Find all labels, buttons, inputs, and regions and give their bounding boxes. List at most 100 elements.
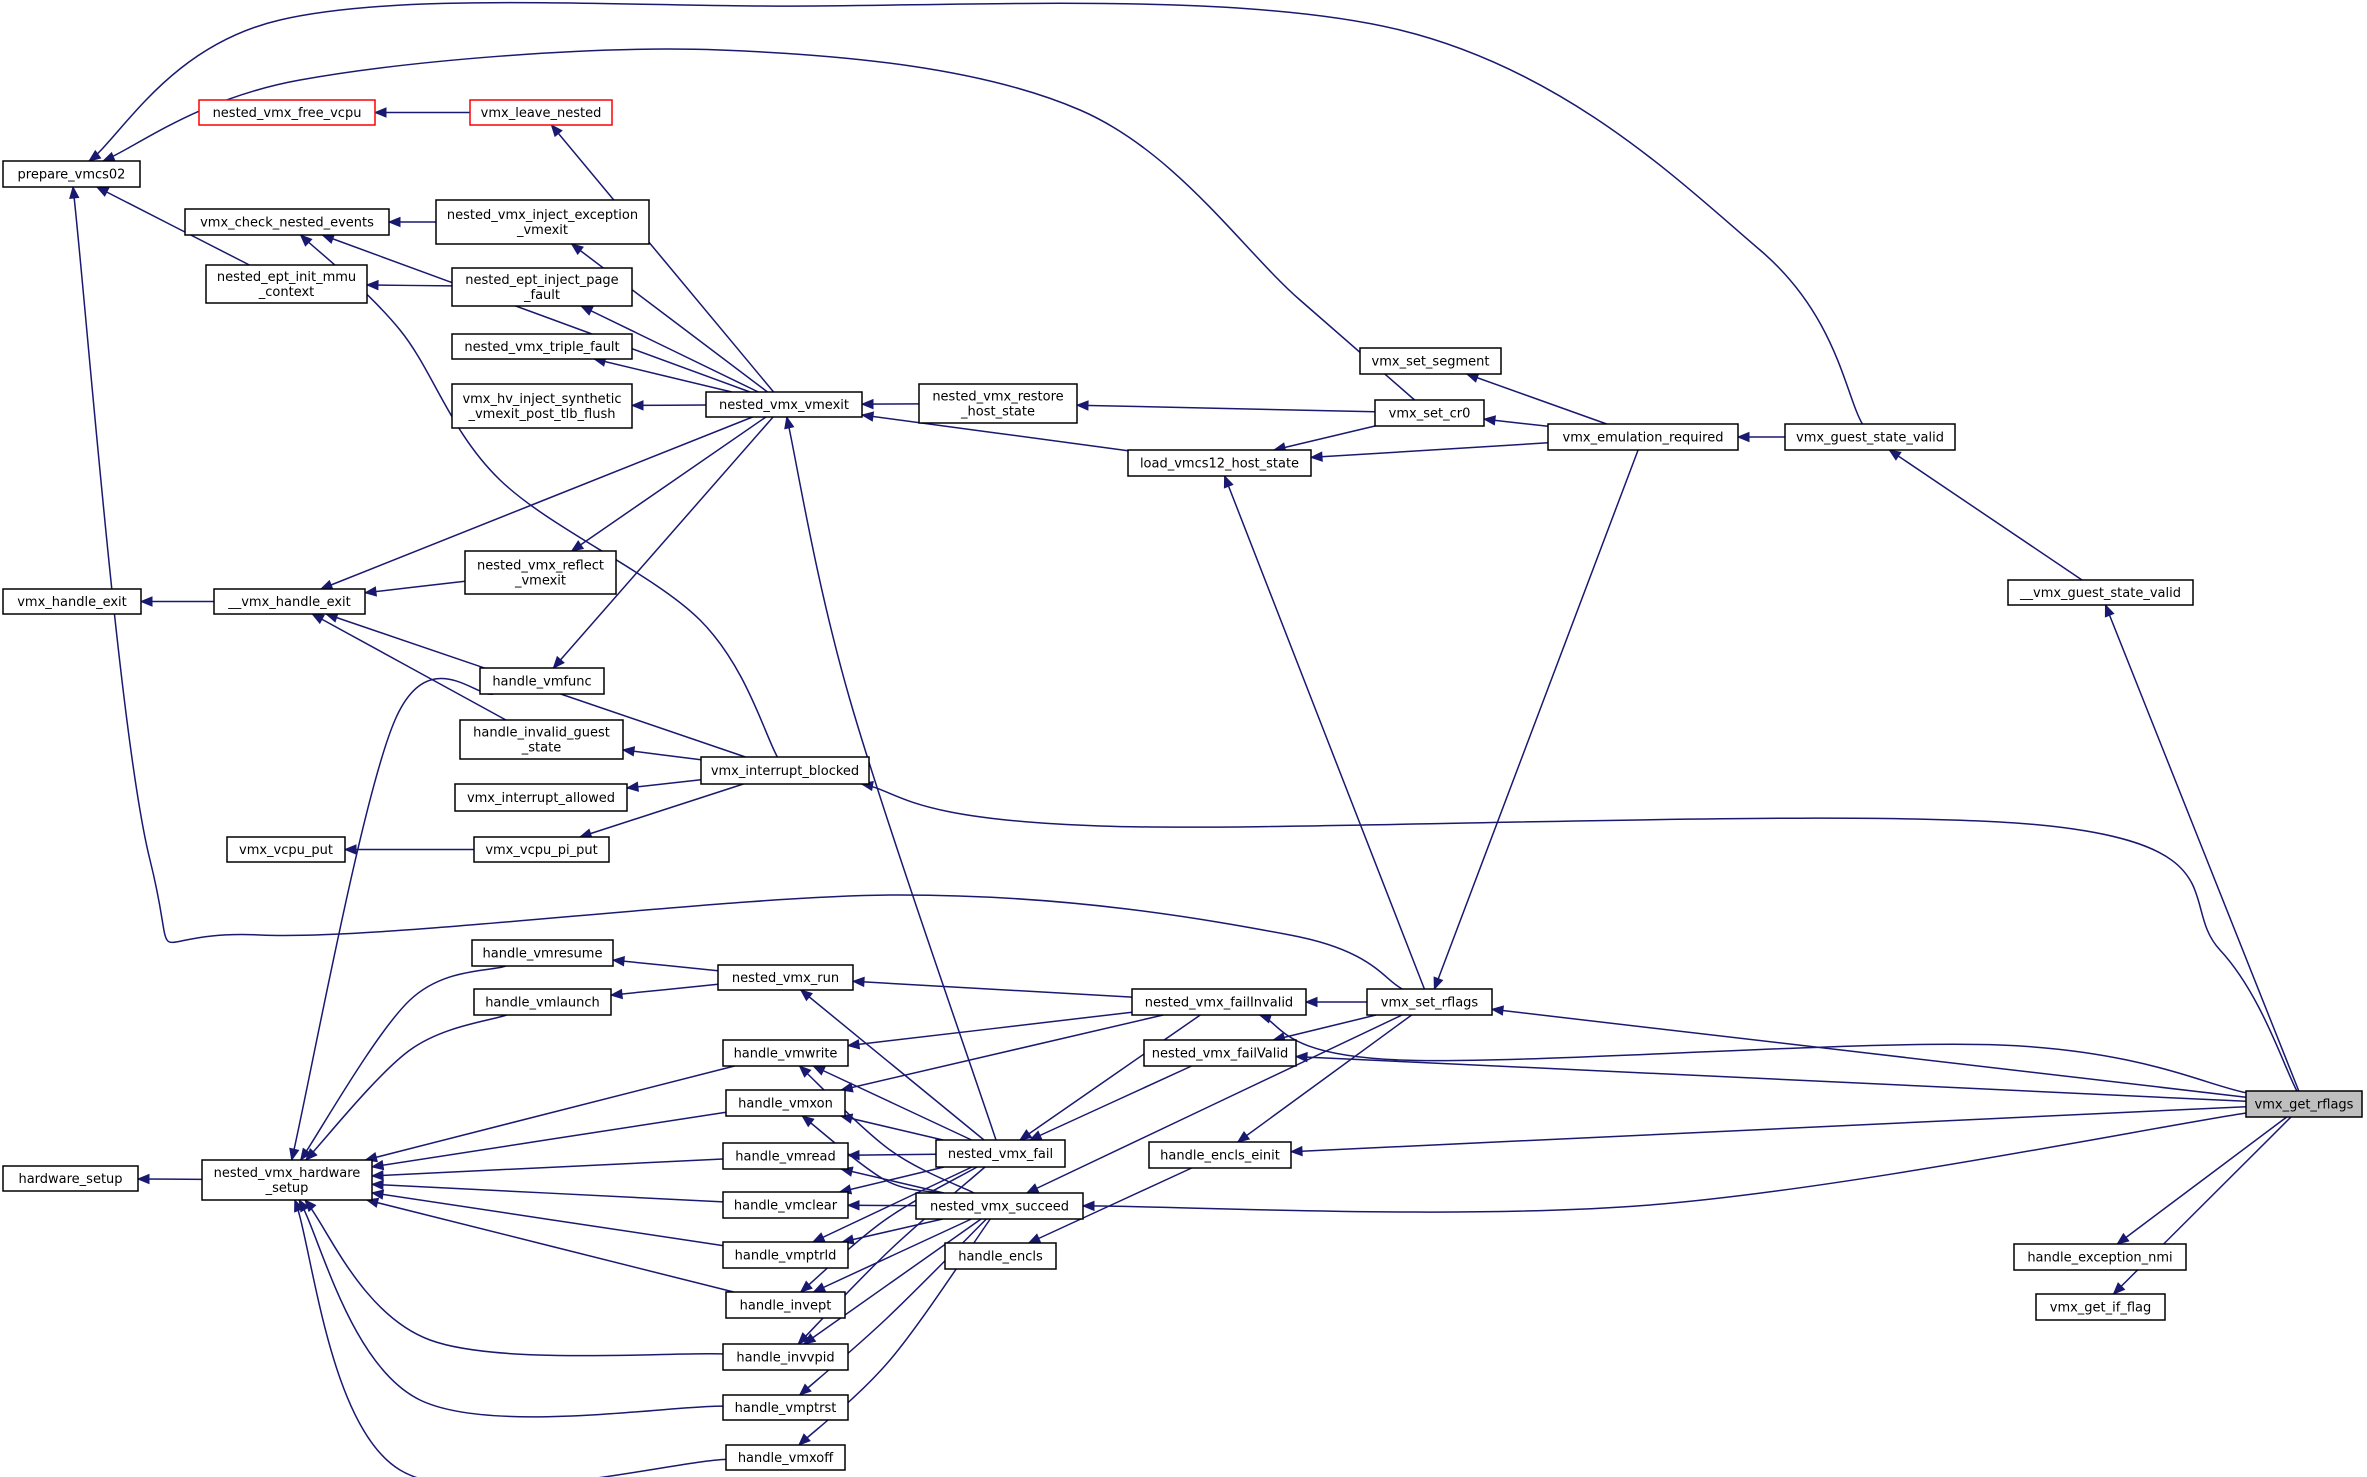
node-vmx-guest-state-valid[interactable]: vmx_guest_state_valid bbox=[1784, 423, 1956, 451]
node-hardware-setup[interactable]: hardware_setup bbox=[2, 1165, 139, 1192]
node-nested-vmx-free-vcpu[interactable]: nested_vmx_free_vcpu bbox=[198, 99, 376, 126]
edge-handle-vmread-to-nested-vmx-fail bbox=[846, 1149, 937, 1161]
node-label: vmx_vcpu_pi_put bbox=[485, 843, 597, 858]
node-handle-invvpid[interactable]: handle_invvpid bbox=[722, 1343, 849, 1371]
node-vmx-interrupt-blocked[interactable]: vmx_interrupt_blocked bbox=[700, 756, 870, 785]
edge-vmx-interrupt-blocked-to-vmx-get-rflags bbox=[860, 780, 2298, 1092]
node-vmx-set-cr0[interactable]: vmx_set_cr0 bbox=[1374, 399, 1485, 427]
node-handle-vmxon[interactable]: handle_vmxon bbox=[725, 1089, 846, 1117]
node-nested-ept-init-mmu-context[interactable]: nested_ept_init_mmu_context bbox=[205, 264, 368, 304]
node-box bbox=[1143, 1039, 1297, 1067]
node-vmx-guest-state-valid[interactable]: __vmx_guest_state_valid bbox=[2007, 579, 2194, 606]
node-vmx-interrupt-allowed[interactable]: vmx_interrupt_allowed bbox=[454, 783, 628, 812]
node-nested-vmx-vmexit[interactable]: nested_vmx_vmexit bbox=[705, 391, 863, 418]
node-vmx-hv-inject-synthetic-vmexit-post-tlb-flush[interactable]: vmx_hv_inject_synthetic_vmexit_post_tlb_… bbox=[451, 383, 633, 429]
node-handle-vmptrst[interactable]: handle_vmptrst bbox=[722, 1394, 849, 1421]
edge-arrowhead bbox=[101, 151, 116, 162]
node-handle-invalid-guest-state[interactable]: handle_invalid_guest_state bbox=[459, 719, 624, 760]
node-vmx-leave-nested[interactable]: vmx_leave_nested bbox=[469, 99, 613, 126]
node-label: __vmx_handle_exit bbox=[227, 595, 351, 610]
node-vmx-set-segment[interactable]: vmx_set_segment bbox=[1359, 347, 1502, 375]
node-handle-vmlaunch[interactable]: handle_vmlaunch bbox=[473, 988, 612, 1016]
node-label: handle_vmptrld bbox=[735, 1249, 837, 1264]
node-vmx-get-if-flag[interactable]: vmx_get_if_flag bbox=[2035, 1293, 2166, 1321]
edge-line bbox=[366, 1199, 734, 1293]
node-handle-vmresume[interactable]: handle_vmresume bbox=[471, 939, 614, 967]
edge-arrowhead bbox=[611, 956, 625, 967]
node-box bbox=[451, 267, 633, 307]
node-nested-vmx-run[interactable]: nested_vmx_run bbox=[717, 964, 854, 991]
node-vmx-emulation-required[interactable]: vmx_emulation_required bbox=[1547, 423, 1739, 451]
edge-arrowhead bbox=[797, 1433, 811, 1446]
node-box bbox=[2, 1165, 139, 1192]
node-prepare-vmcs02[interactable]: prepare_vmcs02 bbox=[2, 160, 141, 188]
node-nested-vmx-triple-fault[interactable]: nested_vmx_triple_fault bbox=[451, 333, 633, 360]
node-label: nested_vmx_restore bbox=[932, 390, 1063, 405]
edge-line bbox=[1082, 1112, 2247, 1213]
node-vmx-check-nested-events[interactable]: vmx_check_nested_events bbox=[184, 208, 390, 236]
edge-arrowhead bbox=[289, 1147, 300, 1162]
edge-arrowhead bbox=[88, 149, 102, 162]
edge-line bbox=[365, 1065, 735, 1161]
node-load-vmcs12-host-state[interactable]: load_vmcs12_host_state bbox=[1127, 449, 1312, 477]
node-vmx-vcpu-pi-put[interactable]: vmx_vcpu_pi_put bbox=[473, 836, 610, 863]
node-box bbox=[201, 1159, 373, 1201]
node-handle-vmclear[interactable]: handle_vmclear bbox=[722, 1191, 849, 1219]
edge-nested-vmx-failvalid-to-vmx-get-rflags bbox=[1294, 1051, 2247, 1103]
node-label: handle_vmxoff bbox=[738, 1451, 834, 1466]
edge-prepare-vmcs02-to-vmx-set-rflags bbox=[69, 185, 1403, 990]
edge-arrowhead bbox=[363, 586, 377, 597]
node-label: _vmexit_post_tlb_flush bbox=[467, 407, 615, 422]
edge-nested-vmx-run-to-nested-vmx-fail bbox=[799, 989, 985, 1141]
node-box bbox=[935, 1139, 1066, 1168]
edge-nested-vmx-hardware-setup-to-handle-vmclear bbox=[370, 1179, 724, 1203]
node-label: nested_vmx_inject_exception bbox=[447, 208, 638, 223]
edge-arrowhead bbox=[811, 1232, 826, 1243]
edge-vmx-guest-state-valid-to-vmx-guest-state-valid bbox=[1888, 449, 2083, 581]
node-nested-vmx-reflect-vmexit[interactable]: nested_vmx_reflect_vmexit bbox=[464, 550, 617, 595]
edge-nested-vmx-run-to-nested-vmx-failinvalid bbox=[851, 976, 1133, 998]
node-box bbox=[722, 1394, 849, 1421]
edge-arrowhead bbox=[319, 579, 334, 590]
node-handle-vmwrite[interactable]: handle_vmwrite bbox=[722, 1039, 849, 1067]
node-handle-vmxoff[interactable]: handle_vmxoff bbox=[725, 1444, 846, 1471]
node-handle-vmread[interactable]: handle_vmread bbox=[722, 1142, 849, 1170]
edge-line bbox=[797, 1166, 986, 1345]
node-nested-vmx-failinvalid[interactable]: nested_vmx_failInvalid bbox=[1131, 988, 1307, 1016]
edge-line bbox=[305, 1014, 507, 1161]
node-nested-vmx-hardware-setup[interactable]: nested_vmx_hardware_setup bbox=[201, 1159, 373, 1201]
node-nested-vmx-succeed[interactable]: nested_vmx_succeed bbox=[915, 1192, 1084, 1220]
node-vmx-handle-exit[interactable]: __vmx_handle_exit bbox=[213, 588, 366, 615]
node-box bbox=[717, 964, 854, 991]
node-nested-vmx-inject-exception-vmexit[interactable]: nested_vmx_inject_exception_vmexit bbox=[435, 199, 650, 245]
node-handle-encls-einit[interactable]: handle_encls_einit bbox=[1148, 1141, 1292, 1169]
node-handle-vmfunc[interactable]: handle_vmfunc bbox=[479, 667, 605, 695]
edge-handle-vmresume-to-nested-vmx-run bbox=[611, 956, 719, 972]
call-edges bbox=[69, 1, 2300, 1477]
node-handle-vmptrld[interactable]: handle_vmptrld bbox=[722, 1241, 849, 1269]
edge-arrowhead bbox=[846, 1200, 860, 1211]
node-nested-vmx-fail[interactable]: nested_vmx_fail bbox=[935, 1139, 1066, 1168]
node-nested-vmx-failvalid[interactable]: nested_vmx_failValid bbox=[1143, 1039, 1297, 1067]
node-nested-ept-inject-page-fault[interactable]: nested_ept_inject_page_fault bbox=[451, 267, 633, 307]
node-vmx-set-rflags[interactable]: vmx_set_rflags bbox=[1366, 988, 1493, 1016]
node-handle-exception-nmi[interactable]: handle_exception_nmi bbox=[2013, 1243, 2187, 1271]
edge-line bbox=[1028, 1167, 1193, 1244]
node-label: vmx_set_segment bbox=[1372, 355, 1490, 370]
node-vmx-get-rflags[interactable]: vmx_get_rflags bbox=[2245, 1090, 2363, 1118]
node-label: vmx_get_rflags bbox=[2255, 1098, 2354, 1113]
edge-vmx-check-nested-events-to-vmx-interrupt-blocked bbox=[299, 234, 779, 758]
node-vmx-vcpu-put[interactable]: vmx_vcpu_put bbox=[226, 836, 346, 863]
node-handle-invept[interactable]: handle_invept bbox=[725, 1291, 846, 1319]
node-nested-vmx-restore-host-state[interactable]: nested_vmx_restore_host_state bbox=[918, 383, 1078, 424]
edge-vmx-handle-exit-to-vmx-handle-exit bbox=[139, 596, 214, 607]
edge-nested-vmx-hardware-setup-to-handle-vmresume bbox=[299, 965, 507, 1162]
node-label: _context bbox=[258, 285, 315, 300]
edge-line bbox=[1888, 449, 2083, 581]
node-handle-encls[interactable]: handle_encls bbox=[944, 1242, 1057, 1270]
node-label: _vmexit bbox=[514, 574, 566, 589]
node-label: nested_vmx_succeed bbox=[930, 1200, 1069, 1215]
node-label: handle_vmread bbox=[735, 1150, 835, 1165]
node-vmx-handle-exit[interactable]: vmx_handle_exit bbox=[2, 588, 142, 615]
node-label: vmx_hv_inject_synthetic bbox=[462, 392, 621, 407]
